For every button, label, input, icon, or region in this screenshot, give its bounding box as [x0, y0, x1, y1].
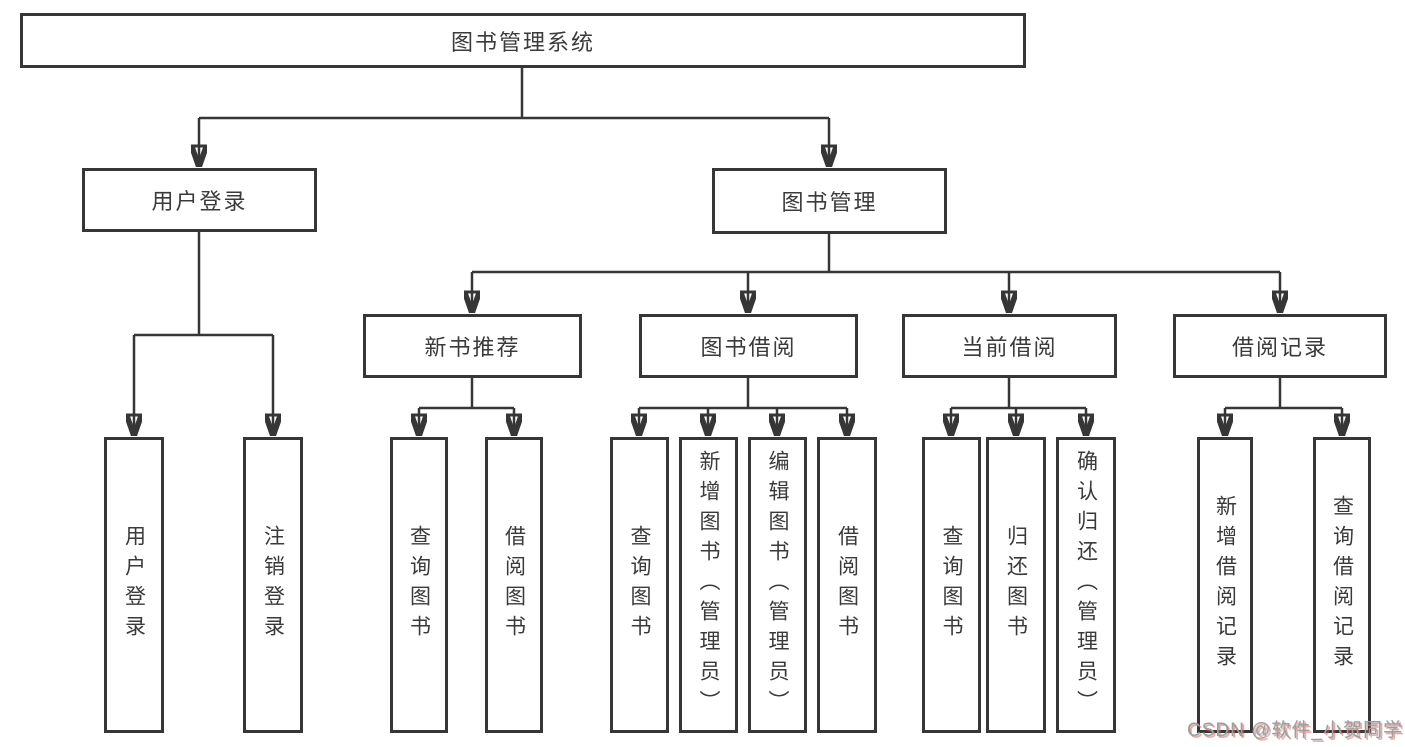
leaf-query-books-recommend: 查询图书 — [390, 437, 448, 733]
node-book-borrow: 图书借阅 — [639, 314, 858, 378]
node-new-book-recommend: 新书推荐 — [363, 314, 582, 378]
leaf-borrow-books: 借阅图书 — [817, 437, 877, 733]
leaf-user-login: 用户登录 — [104, 437, 164, 733]
node-current-borrow: 当前借阅 — [902, 314, 1117, 378]
leaf-logout: 注销登录 — [243, 437, 303, 733]
leaf-query-borrow-record: 查询借阅记录 — [1313, 437, 1371, 733]
node-root: 图书管理系统 — [20, 13, 1026, 68]
leaf-return-book: 归还图书 — [986, 437, 1046, 733]
leaf-add-borrow-record: 新增借阅记录 — [1197, 437, 1253, 733]
node-book-management: 图书管理 — [712, 168, 947, 234]
leaf-borrow-books-recommend: 借阅图书 — [485, 437, 543, 733]
leaf-add-book-admin: 新增图书（管理员） — [679, 437, 738, 733]
leaf-confirm-return-admin: 确认归还（管理员） — [1056, 437, 1116, 733]
watermark: CSDN @软件_小贺同学 — [1187, 720, 1403, 741]
leaf-query-books-current: 查询图书 — [922, 437, 981, 733]
leaf-query-books-borrow: 查询图书 — [610, 437, 669, 733]
leaf-edit-book-admin: 编辑图书（管理员） — [748, 437, 807, 733]
node-user-login: 用户登录 — [82, 168, 317, 232]
node-borrow-records: 借阅记录 — [1173, 314, 1387, 378]
